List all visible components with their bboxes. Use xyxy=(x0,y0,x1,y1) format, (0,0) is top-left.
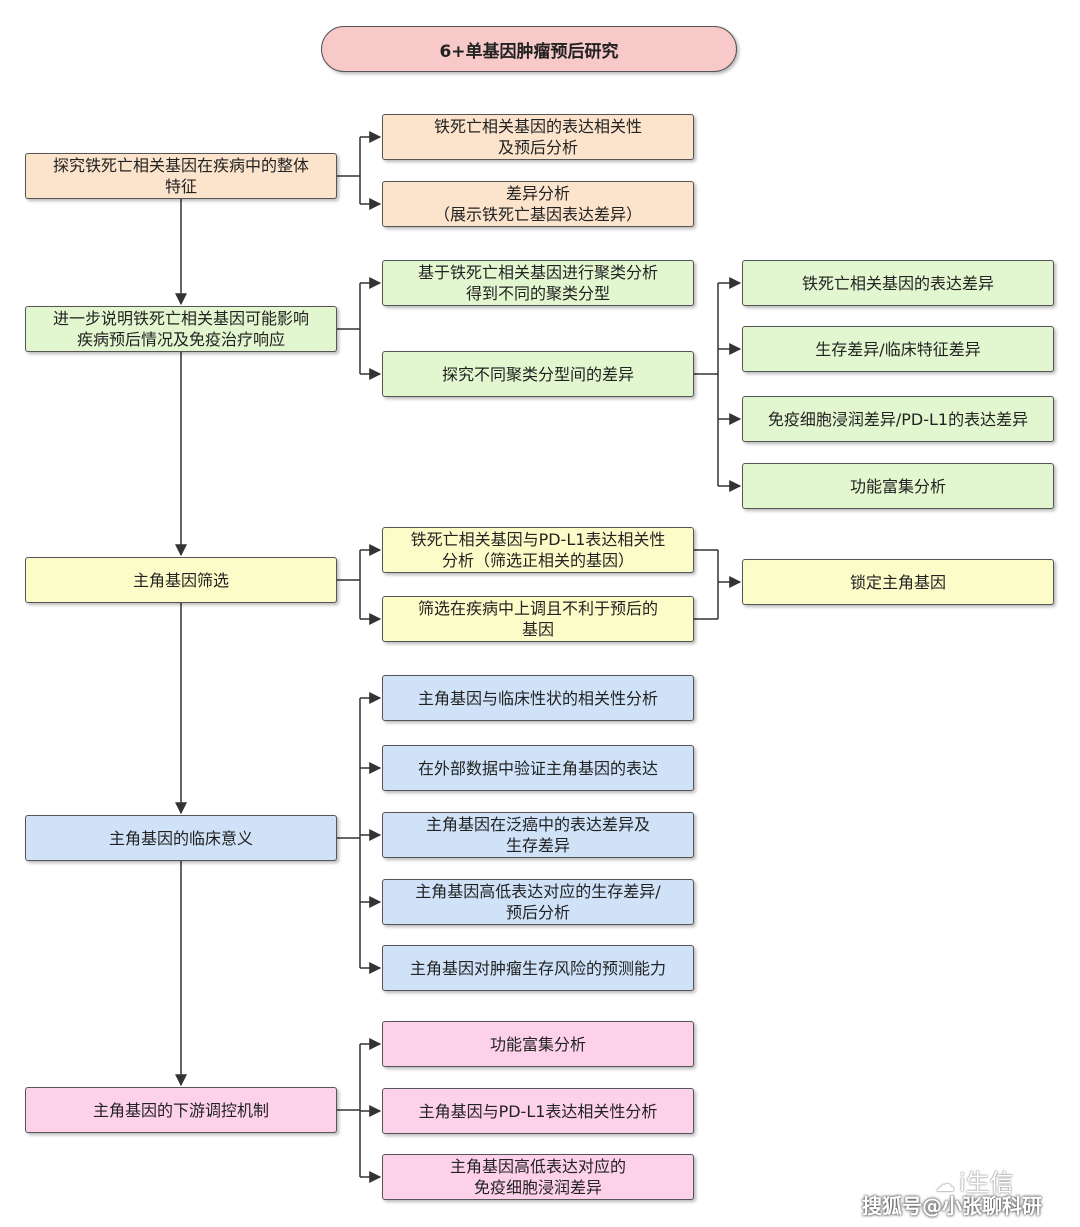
wechat-icon: ☁ xyxy=(935,1172,955,1196)
step-2-detail-1: 铁死亡相关基因的表达差异 xyxy=(742,260,1054,306)
step-1-child-1: 铁死亡相关基因的表达相关性 及预后分析 xyxy=(382,114,694,160)
step-2-detail-2: 生存差异/临床特征差异 xyxy=(742,326,1054,372)
step-5-box: 主角基因的下游调控机制 xyxy=(25,1087,337,1133)
step-1-child-2: 差异分析 （展示铁死亡基因表达差异） xyxy=(382,181,694,227)
step-4-child-2: 在外部数据中验证主角基因的表达 xyxy=(382,745,694,791)
step-4-child-4: 主角基因高低表达对应的生存差异/ 预后分析 xyxy=(382,879,694,925)
step-1-box: 探究铁死亡相关基因在疾病中的整体 特征 xyxy=(25,153,337,199)
step-3-child-2: 筛选在疾病中上调且不利于预后的 基因 xyxy=(382,596,694,642)
step-2-detail-3: 免疫细胞浸润差异/PD-L1的表达差异 xyxy=(742,396,1054,442)
step-3-child-1: 铁死亡相关基因与PD-L1表达相关性 分析（筛选正相关的基因） xyxy=(382,527,694,573)
step-4-child-5: 主角基因对肿瘤生存风险的预测能力 xyxy=(382,945,694,991)
step-5-child-2: 主角基因与PD-L1表达相关性分析 xyxy=(382,1088,694,1134)
diagram-title: 6+单基因肿瘤预后研究 xyxy=(321,26,737,72)
step-4-child-3: 主角基因在泛癌中的表达差异及 生存差异 xyxy=(382,812,694,858)
watermark-source: 搜狐号@小张聊科研 xyxy=(862,1194,1042,1218)
step-5-child-3: 主角基因高低表达对应的 免疫细胞浸润差异 xyxy=(382,1154,694,1200)
step-2-child-1: 基于铁死亡相关基因进行聚类分析 得到不同的聚类分型 xyxy=(382,260,694,306)
step-2-box: 进一步说明铁死亡相关基因可能影响 疾病预后情况及免疫治疗响应 xyxy=(25,306,337,352)
step-4-box: 主角基因的临床意义 xyxy=(25,815,337,861)
step-4-child-1: 主角基因与临床性状的相关性分析 xyxy=(382,675,694,721)
step-3-result: 锁定主角基因 xyxy=(742,559,1054,605)
watermark-logo: ☁i生信 xyxy=(935,1163,1014,1198)
step-5-child-1: 功能富集分析 xyxy=(382,1021,694,1067)
step-3-box: 主角基因筛选 xyxy=(25,557,337,603)
step-2-detail-4: 功能富集分析 xyxy=(742,463,1054,509)
step-2-child-2: 探究不同聚类分型间的差异 xyxy=(382,351,694,397)
watermark-logo-text: i生信 xyxy=(959,1169,1014,1197)
